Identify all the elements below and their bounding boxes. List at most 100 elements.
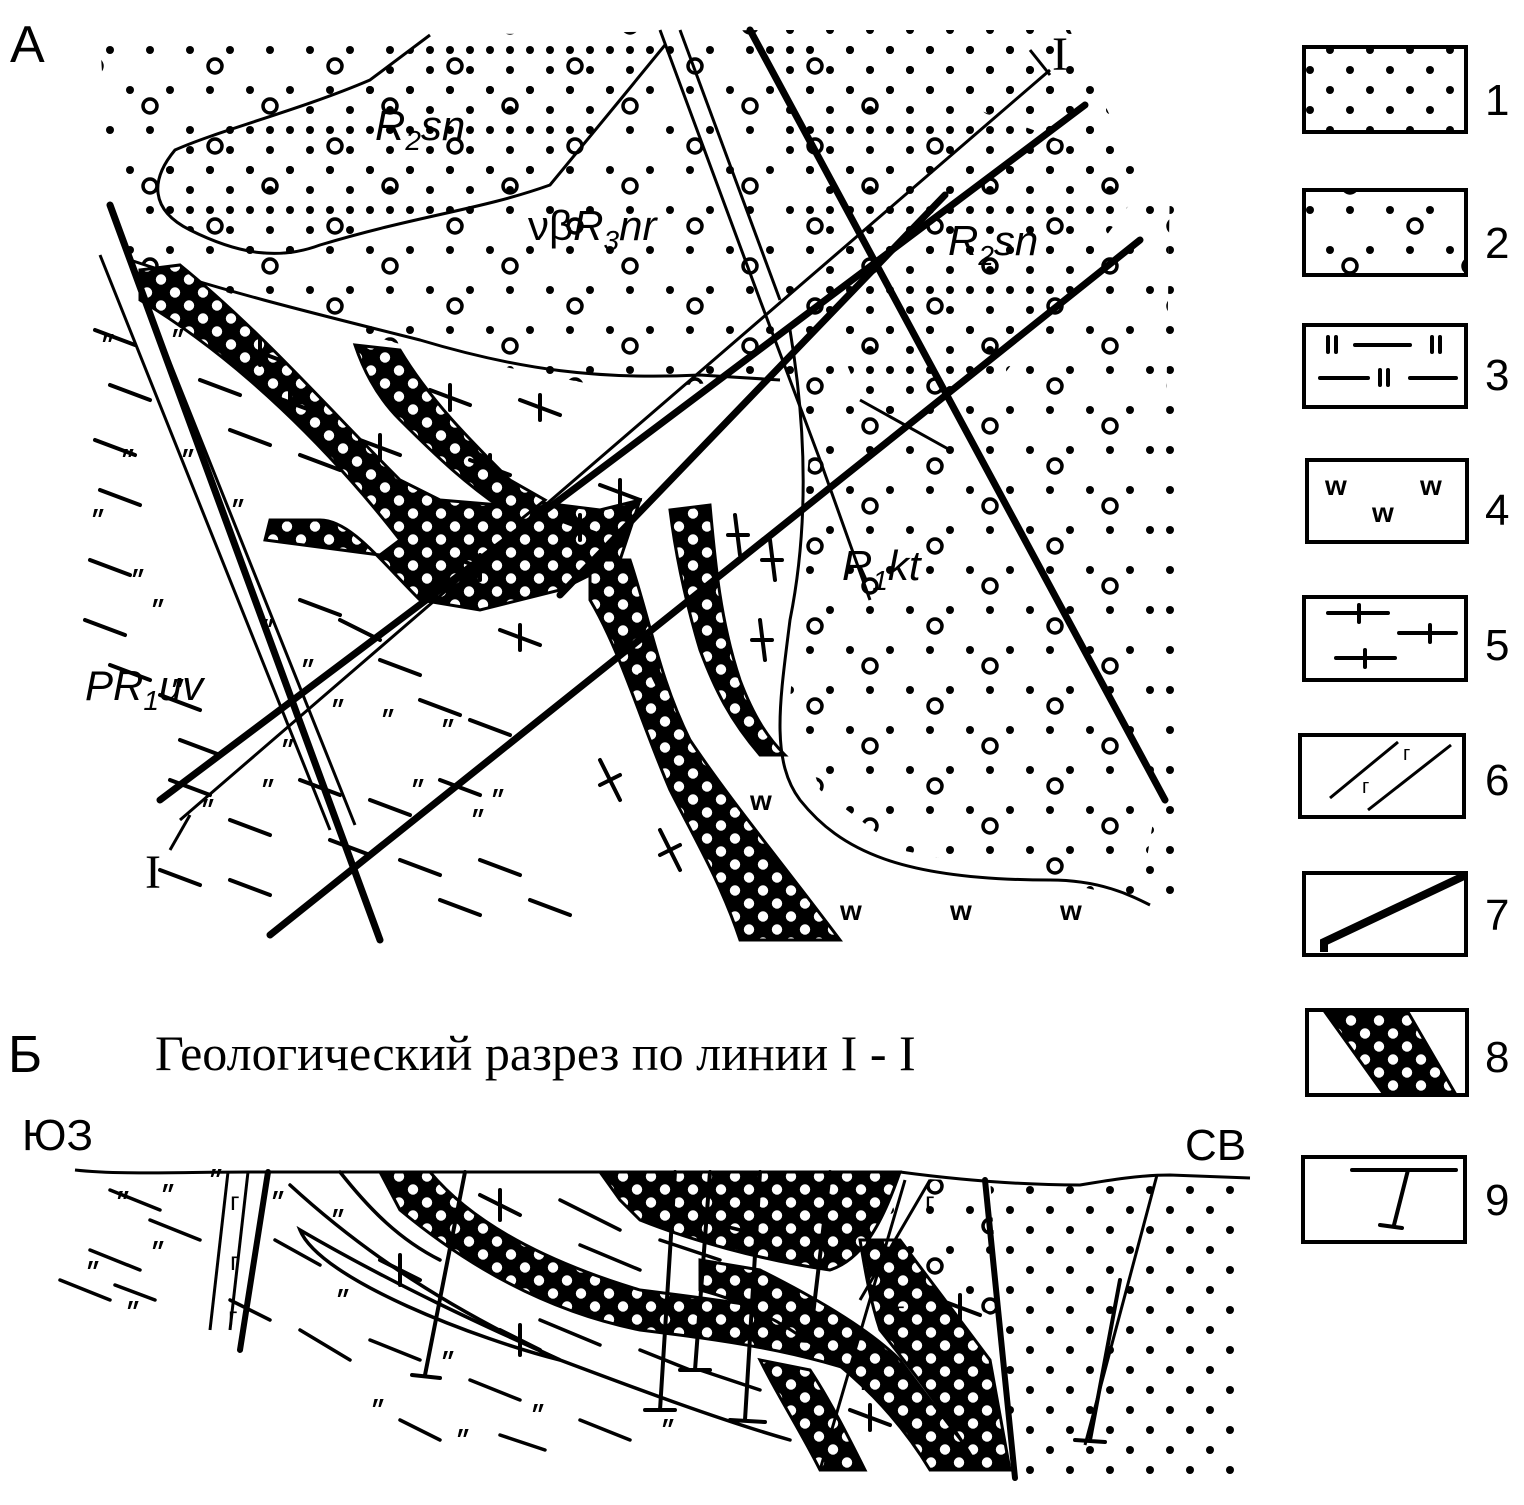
section-honeycomb-band-5 [757, 1357, 868, 1472]
legend: 1 2 3 w w w 4 [1298, 45, 1509, 1244]
legend-item-6: г г 6 [1298, 733, 1509, 819]
unit-label-r2sn-east: R2sn [948, 217, 1038, 271]
legend-item-9: 9 [1301, 1155, 1509, 1244]
legend-item-4: w w w 4 [1305, 458, 1509, 544]
svg-text:4: 4 [1485, 486, 1509, 535]
svg-text:״: ״ [280, 736, 296, 766]
legend-item-2: 2 [1302, 188, 1509, 277]
section-strata-lines [58, 1170, 792, 1452]
section-honeycomb-band-4 [858, 1238, 1012, 1472]
svg-text:w: w [1059, 895, 1082, 926]
svg-text:״: ״ [330, 1206, 346, 1236]
section-cross-ticks [378, 1188, 982, 1432]
svg-text:3: 3 [1485, 351, 1509, 400]
legend-item-5: 5 [1302, 595, 1509, 682]
unit-label-r1kt: R1kt [842, 542, 923, 596]
unit-label-vbr3nr: νβR3nr [528, 202, 658, 256]
cross-tick-symbols [238, 338, 784, 872]
unit-label-r2sn-west: R2sn [375, 102, 465, 156]
svg-text:1: 1 [1485, 76, 1509, 125]
section-line-end-label: I [1052, 28, 1068, 81]
svg-text:״: ״ [150, 596, 166, 626]
section-dike-symbols: г г г г г г [228, 1186, 934, 1396]
svg-text:״: ״ [260, 776, 276, 806]
svg-text:г: г [230, 1246, 239, 1276]
direction-right-label: СВ [1185, 1121, 1246, 1170]
svg-text:״: ״ [120, 446, 136, 476]
svg-text:״: ״ [270, 1188, 286, 1218]
svg-text:г: г [925, 1186, 934, 1216]
svg-text:w: w [839, 895, 862, 926]
w-symbols: w w w w [749, 785, 1082, 926]
unit-label-pr1uv: PR1uv [85, 662, 206, 716]
svg-text:2: 2 [1485, 219, 1509, 268]
svg-text:״: ״ [125, 1298, 141, 1328]
section-double-ticks: ״ ״ ״ ״ ״ ״ ״ ״ ״ ״ ״ ״ ״ ״ [85, 1166, 676, 1456]
panel-a-label: А [10, 16, 45, 74]
contact-r1kt [778, 329, 1151, 907]
svg-text:5: 5 [1485, 621, 1509, 670]
svg-text:״: ״ [170, 676, 186, 706]
svg-text:8: 8 [1485, 1033, 1509, 1082]
section-line-markers [168, 49, 1052, 851]
svg-text:״: ״ [90, 506, 106, 536]
svg-text:г: г [230, 1186, 239, 1216]
honeycomb-band-4 [668, 503, 789, 757]
svg-text:״: ״ [160, 1181, 176, 1211]
legend-item-1: 1 [1302, 45, 1509, 134]
ground-surface [74, 1168, 1251, 1187]
svg-text:״: ״ [330, 696, 346, 726]
svg-text:״: ״ [370, 1396, 386, 1426]
svg-text:г: г [1403, 743, 1410, 765]
svg-text:״: ״ [490, 786, 506, 816]
svg-text:w: w [1419, 470, 1442, 501]
svg-text:״: ״ [660, 1416, 676, 1446]
map-panel: ״״״ ״״״ ״״״ ״״״ ״״״ ״״״ ״״ [83, 26, 1185, 944]
section-faults [237, 1169, 1018, 1481]
svg-text:״: ״ [130, 566, 146, 596]
svg-text:6: 6 [1485, 756, 1509, 805]
svg-text:9: 9 [1485, 1176, 1509, 1225]
svg-text:״: ״ [440, 716, 456, 746]
svg-text:w: w [1371, 497, 1394, 528]
section-panel: ״ ״ ״ ״ ״ ״ ״ ״ ״ ״ ״ ״ ״ ״ г г г г [58, 1166, 1251, 1481]
svg-text:״: ״ [200, 796, 216, 826]
svg-text:״: ״ [440, 1348, 456, 1378]
svg-text:״: ״ [85, 1258, 101, 1288]
direction-left-label: ЮЗ [22, 1111, 93, 1160]
section-honeycomb-band-3 [698, 1258, 989, 1472]
svg-text:״: ״ [410, 776, 426, 806]
contact-r2sn [156, 33, 667, 255]
svg-text:г: г [895, 1296, 904, 1326]
svg-text:г: г [1362, 776, 1369, 798]
svg-text:7: 7 [1485, 891, 1509, 940]
svg-text:״: ״ [150, 1238, 166, 1268]
panel-b-label: Б [8, 1026, 42, 1084]
svg-text:״: ״ [530, 1401, 546, 1431]
honeycomb-band-3 [588, 558, 844, 942]
fault-lines [106, 26, 1169, 944]
svg-text:w: w [749, 785, 772, 816]
svg-text:״: ״ [170, 326, 186, 356]
svg-text:г: г [228, 1301, 237, 1331]
borehole-symbols [410, 1170, 1122, 1444]
section-honeycomb-band-2 [597, 1170, 903, 1272]
honeycomb-band-2 [352, 343, 548, 522]
svg-text:״: ״ [300, 656, 316, 686]
contact-cover-base [129, 258, 781, 382]
legend-item-7: 7 [1302, 871, 1509, 957]
svg-text:״: ״ [115, 1188, 131, 1218]
svg-text:״: ״ [335, 1286, 351, 1316]
svg-text:״: ״ [455, 1426, 471, 1456]
section-title: Геологический разрез по линии I - I [155, 1025, 916, 1081]
legend-item-8: 8 [1305, 1008, 1509, 1097]
svg-text:״: ״ [208, 1166, 224, 1196]
svg-text:г: г [860, 1366, 869, 1396]
svg-text:w: w [949, 895, 972, 926]
svg-text:״: ״ [470, 806, 486, 836]
svg-text:״: ״ [230, 496, 246, 526]
honeycomb-band-1 [138, 263, 643, 612]
svg-text:״: ״ [100, 331, 116, 361]
schist-symbols [83, 328, 572, 917]
